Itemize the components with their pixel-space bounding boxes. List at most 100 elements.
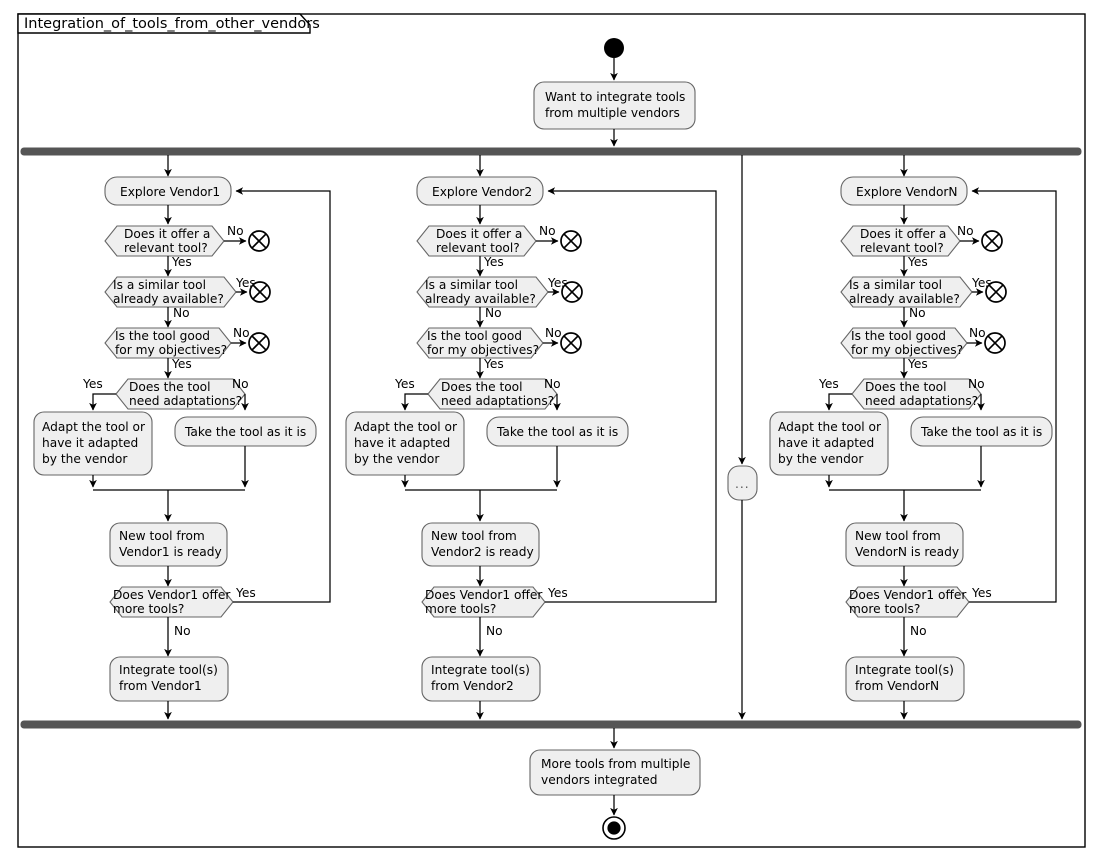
- col3-decision-more-tools: [845, 586, 970, 618]
- join-bar: [20, 720, 1082, 729]
- col1-decision1-yes-label: Yes: [171, 255, 192, 269]
- activity-want-to-integrate-line2: from multiple vendors: [545, 106, 680, 120]
- col3-ready-line2: VendorN is ready: [855, 545, 959, 559]
- col2-loopback-edge: [545, 187, 717, 603]
- final-node-inner: [607, 821, 621, 835]
- col2-adapt-line1: Adapt the tool or: [354, 420, 458, 434]
- col2-flow-d4-yes: [401, 393, 428, 411]
- col2-adapt-line2: have it adapted: [354, 436, 450, 450]
- col1-decision3-yes-label: Yes: [171, 357, 192, 371]
- col2-decision3-yes-label: Yes: [483, 357, 504, 371]
- col2-decision1-line2: relevant tool?: [436, 241, 520, 255]
- col3-decision2-line2: already available?: [849, 292, 960, 306]
- fork-bar: [20, 147, 1082, 156]
- col3-adapt-line1: Adapt the tool or: [778, 420, 882, 434]
- col3-flow-final-2-x2: [988, 284, 1004, 300]
- col2-more-tools-yes-label: Yes: [547, 586, 568, 600]
- col2-decision4-no-label: No: [544, 377, 561, 391]
- col1-decision-tool-good-for-objectives: [104, 327, 232, 359]
- col1-adapt-line3: by the vendor: [42, 452, 128, 466]
- col1-decision3-line2: for my objectives?: [115, 343, 227, 357]
- col1-decision2-line2: already available?: [113, 292, 224, 306]
- frame-title-tab: [17, 13, 311, 34]
- col2-more-tools-no-label: No: [486, 624, 503, 638]
- col2-decision1-yes-label: Yes: [483, 255, 504, 269]
- col3-take-as-is-label: Take the tool as it is: [920, 425, 1042, 439]
- col2-decision3-no-label: No: [545, 326, 562, 340]
- col3-flow-final-1-x2: [984, 233, 1000, 249]
- col3-decision3-no-label: No: [969, 326, 986, 340]
- col2-decision1-no-label: No: [539, 224, 556, 238]
- col3-decision3-yes-label: Yes: [907, 357, 928, 371]
- col1-decision4-line1: Does the tool: [129, 380, 211, 394]
- final-activity-line2: vendors integrated: [541, 773, 657, 787]
- col1-ready-line1: New tool from: [119, 529, 205, 543]
- col3-decision3-line1: Is the tool good: [851, 329, 946, 343]
- col1-loopback-edge: [233, 187, 331, 603]
- diagram-title: Integration_of_tools_from_other_vendors: [24, 16, 320, 32]
- col3-decision1-yes-label: Yes: [907, 255, 928, 269]
- col3-more-tools-no-label: No: [910, 624, 927, 638]
- col2-ready-line1: New tool from: [431, 529, 517, 543]
- col2-activity-explore-label: Explore Vendor2: [432, 185, 532, 199]
- ellipsis-label: ...: [735, 477, 750, 491]
- col1-decision1-line1: Does it offer a: [124, 227, 210, 241]
- col3-decision4-line2: need adaptations?: [865, 394, 978, 408]
- col3-activity-integrate: [845, 656, 965, 702]
- col1-decision3-line1: Is the tool good: [115, 329, 210, 343]
- col1-activity-integrate: [109, 656, 229, 702]
- col2-integrate-line2: from Vendor2: [431, 679, 514, 693]
- col1-flow-final-2-x2: [252, 284, 268, 300]
- col1-decision-more-tools: [109, 586, 234, 618]
- col1-flow-final-1-x2: [251, 233, 267, 249]
- col3-more-tools-yes-label: Yes: [971, 586, 992, 600]
- col1-take-as-is-label: Take the tool as it is: [184, 425, 306, 439]
- col1-more-tools-yes-label: Yes: [235, 586, 256, 600]
- col2-take-as-is-label: Take the tool as it is: [496, 425, 618, 439]
- col2-decision-tool-good-for-objectives: [416, 327, 544, 359]
- col1-adapt-line2: have it adapted: [42, 436, 138, 450]
- col2-decision-more-tools: [421, 586, 546, 618]
- col2-more-tools-line2: more tools?: [425, 602, 496, 616]
- col3-decision4-no-label: No: [968, 377, 985, 391]
- col1-decision2-yes-label: Yes: [235, 276, 256, 290]
- col2-decision2-line2: already available?: [425, 292, 536, 306]
- activity-more-tools-integrated: [529, 749, 701, 796]
- col2-flow-final-3-x2: [563, 335, 579, 351]
- col2-decision4-line2: need adaptations?: [441, 394, 554, 408]
- col3-decision1-line1: Does it offer a: [860, 227, 946, 241]
- col1-flow-d4-yes: [89, 393, 116, 411]
- col2-decision-offers-relevant-tool: [416, 225, 537, 257]
- col2-activity-integrate: [421, 656, 541, 702]
- col3-decision3-line2: for my objectives?: [851, 343, 963, 357]
- col2-adapt-line3: by the vendor: [354, 452, 440, 466]
- col2-decision4-yes-label: Yes: [394, 377, 415, 391]
- col3-adapt-line3: by the vendor: [778, 452, 864, 466]
- col3-decision2-line1: Is a similar tool: [849, 278, 942, 292]
- col1-decision4-yes-label: Yes: [82, 377, 103, 391]
- col2-flow-final-2-x2: [564, 284, 580, 300]
- col2-flow-final-1-x2: [563, 233, 579, 249]
- col2-decision3-line1: Is the tool good: [427, 329, 522, 343]
- col1-decision1-line2: relevant tool?: [124, 241, 208, 255]
- col3-decision4-line1: Does the tool: [865, 380, 947, 394]
- col3-decision4-yes-label: Yes: [818, 377, 839, 391]
- col1-activity-explore-label: Explore Vendor1: [120, 185, 220, 199]
- col1-decision4-line2: need adaptations?: [129, 394, 242, 408]
- col1-decision4-no-label: No: [232, 377, 249, 391]
- col3-decision-similar-tool-available: [840, 276, 973, 308]
- col1-flow-final-3-x2: [251, 335, 267, 351]
- col1-more-tools-line1: Does Vendor1 offer: [113, 588, 231, 602]
- col3-activity-explore-label: Explore VendorN: [856, 185, 958, 199]
- col1-decision2-line1: Is a similar tool: [113, 278, 206, 292]
- col2-decision1-line1: Does it offer a: [436, 227, 522, 241]
- col3-decision-tool-good-for-objectives: [840, 327, 968, 359]
- col2-decision2-no-label: No: [485, 306, 502, 320]
- col2-decision4-line1: Does the tool: [441, 380, 523, 394]
- initial-node: [604, 38, 624, 58]
- diagram-frame: [17, 13, 1086, 848]
- col2-integrate-line1: Integrate tool(s): [431, 663, 530, 677]
- final-activity-line1: More tools from multiple: [541, 757, 690, 771]
- col2-decision3-line2: for my objectives?: [427, 343, 539, 357]
